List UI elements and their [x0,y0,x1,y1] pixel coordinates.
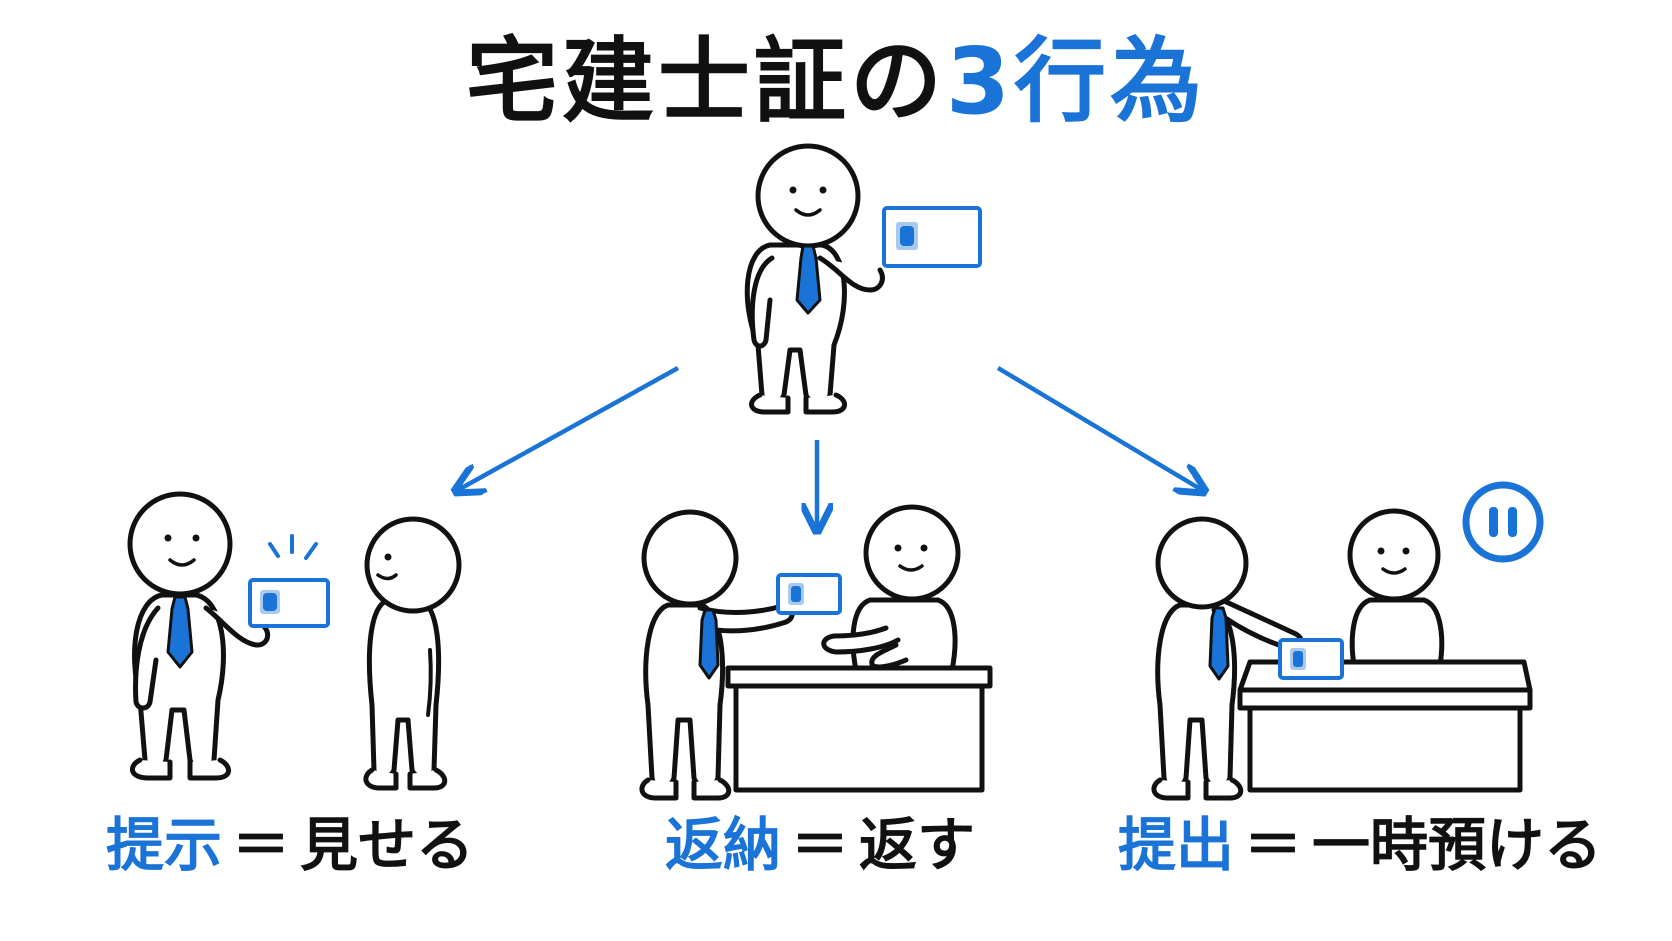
caption-meaning: 一時預ける [1312,811,1603,879]
scene-teishutsu [1151,508,1533,801]
caption-separator: ＝ [231,811,290,879]
license-card-icon [882,206,982,268]
caption-keyword: 返納 [664,811,781,879]
license-card-icon [248,578,330,628]
caption-teiji: 提示＝見せる [60,810,520,880]
central-person-figure [744,143,885,415]
caption-teishutsu: 提出＝一時預ける [1080,810,1640,880]
caption-keyword: 提出 [1117,811,1234,879]
arrow-to-teiji [458,366,680,490]
caption-separator: ＝ [790,811,849,879]
page-title: 宅建士証の3行為 [0,22,1672,142]
caption-keyword: 提示 [105,811,222,879]
title-main: 宅建士証の [465,28,946,135]
title-accent: 3行為 [946,28,1207,135]
arrow-to-teishutsu [996,366,1202,490]
scene-teiji [127,491,462,791]
caption-hennou: 返納＝返す [590,810,1050,880]
flash-icon [268,534,318,560]
license-card-icon [1278,638,1344,680]
license-card-icon [776,573,842,615]
caption-meaning: 返す [859,811,976,879]
pause-icon [1462,481,1544,563]
caption-meaning: 見せる [300,811,475,879]
scene-hennou [639,504,993,801]
caption-separator: ＝ [1243,811,1302,879]
